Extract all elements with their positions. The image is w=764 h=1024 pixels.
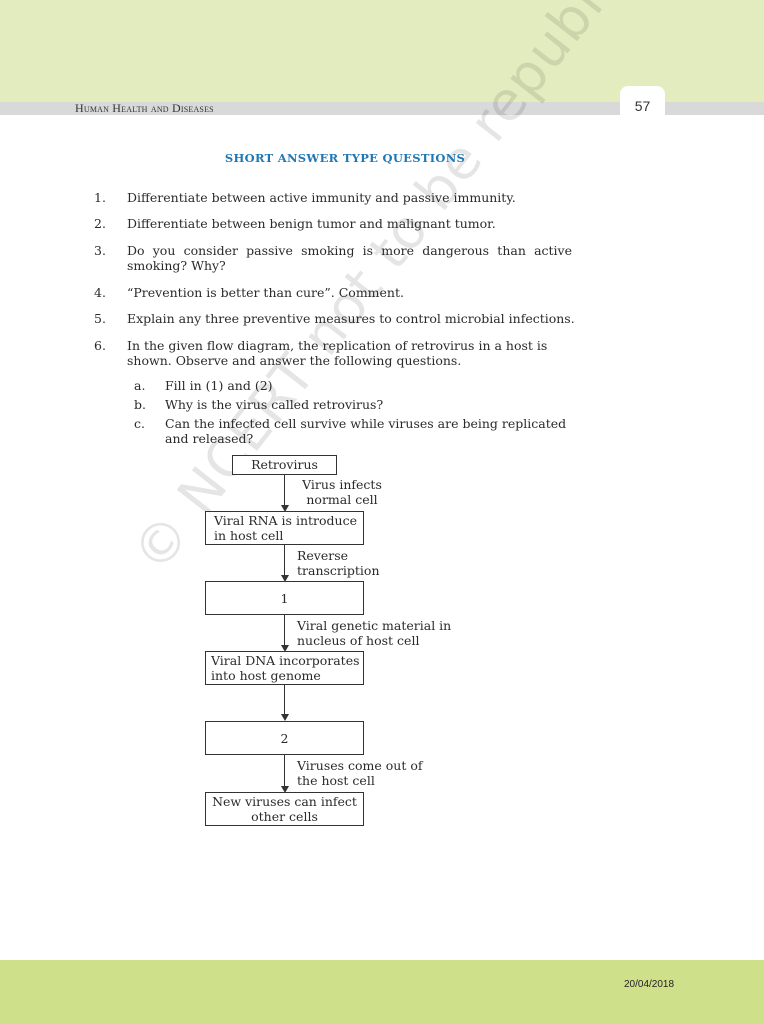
flow-arrowhead xyxy=(281,786,289,793)
question-text: Differentiate between benign tumor and m… xyxy=(127,216,496,231)
flow-box-viral-rna: Viral RNA is introduce in host cell xyxy=(205,511,364,545)
subquestion-number: c. xyxy=(134,416,145,431)
flow-label-viruses-come-out: Viruses come out of the host cell xyxy=(297,758,423,788)
question-text: Differentiate between active immunity an… xyxy=(127,190,516,205)
subquestion-text: Fill in (1) and (2) xyxy=(165,378,273,393)
page-number: 57 xyxy=(634,98,651,114)
flow-arrow-line xyxy=(284,615,286,646)
subquestion-number: b. xyxy=(134,397,146,412)
flow-arrowhead xyxy=(281,505,289,512)
print-date: 20/04/2018 xyxy=(624,979,675,990)
question-number: 6. xyxy=(94,338,106,353)
flow-arrowhead xyxy=(281,714,289,721)
flow-arrowhead xyxy=(281,575,289,582)
flow-box-viral-dna: Viral DNA incorporates into host genome xyxy=(205,651,364,685)
running-header: Human Health and Diseases xyxy=(75,101,214,115)
subquestion-text: Can the infected cell survive while viru… xyxy=(165,416,567,446)
flow-box-retrovirus: Retrovirus xyxy=(232,455,337,475)
question-text: Explain any three preventive measures to… xyxy=(127,311,575,326)
flow-label-reverse-transcription: Reverse transcription xyxy=(297,548,380,578)
question-number: 4. xyxy=(94,285,106,300)
flow-arrow-line xyxy=(284,545,286,576)
question-number: 3. xyxy=(94,243,106,258)
subquestion-number: a. xyxy=(134,378,146,393)
flow-label-virus-infects: Virus infects normal cell xyxy=(302,477,382,507)
question-number: 2. xyxy=(94,216,106,231)
flow-box-blank-2: 2 xyxy=(205,721,364,755)
question-number: 5. xyxy=(94,311,106,326)
flow-label-viral-genetic-material: Viral genetic material in nucleus of hos… xyxy=(297,618,452,648)
flow-box-blank-1: 1 xyxy=(205,581,364,615)
question-text: Do you consider passive smoking is more … xyxy=(127,243,572,273)
flow-arrowhead xyxy=(281,645,289,652)
top-color-band xyxy=(0,0,764,102)
bottom-color-band xyxy=(0,960,764,1024)
flow-arrow-line xyxy=(284,475,286,506)
flow-box-new-viruses: New viruses can infect other cells xyxy=(205,792,364,826)
header-bar xyxy=(0,102,764,115)
question-number: 1. xyxy=(94,190,106,205)
section-title: SHORT ANSWER TYPE QUESTIONS xyxy=(224,151,466,165)
question-text: “Prevention is better than cure”. Commen… xyxy=(127,285,404,300)
page-number-tab xyxy=(620,86,665,116)
question-text: In the given flow diagram, the replicati… xyxy=(127,338,548,368)
flow-arrow-line xyxy=(284,685,286,715)
flow-arrow-line xyxy=(284,755,286,787)
subquestion-text: Why is the virus called retrovirus? xyxy=(165,397,384,412)
